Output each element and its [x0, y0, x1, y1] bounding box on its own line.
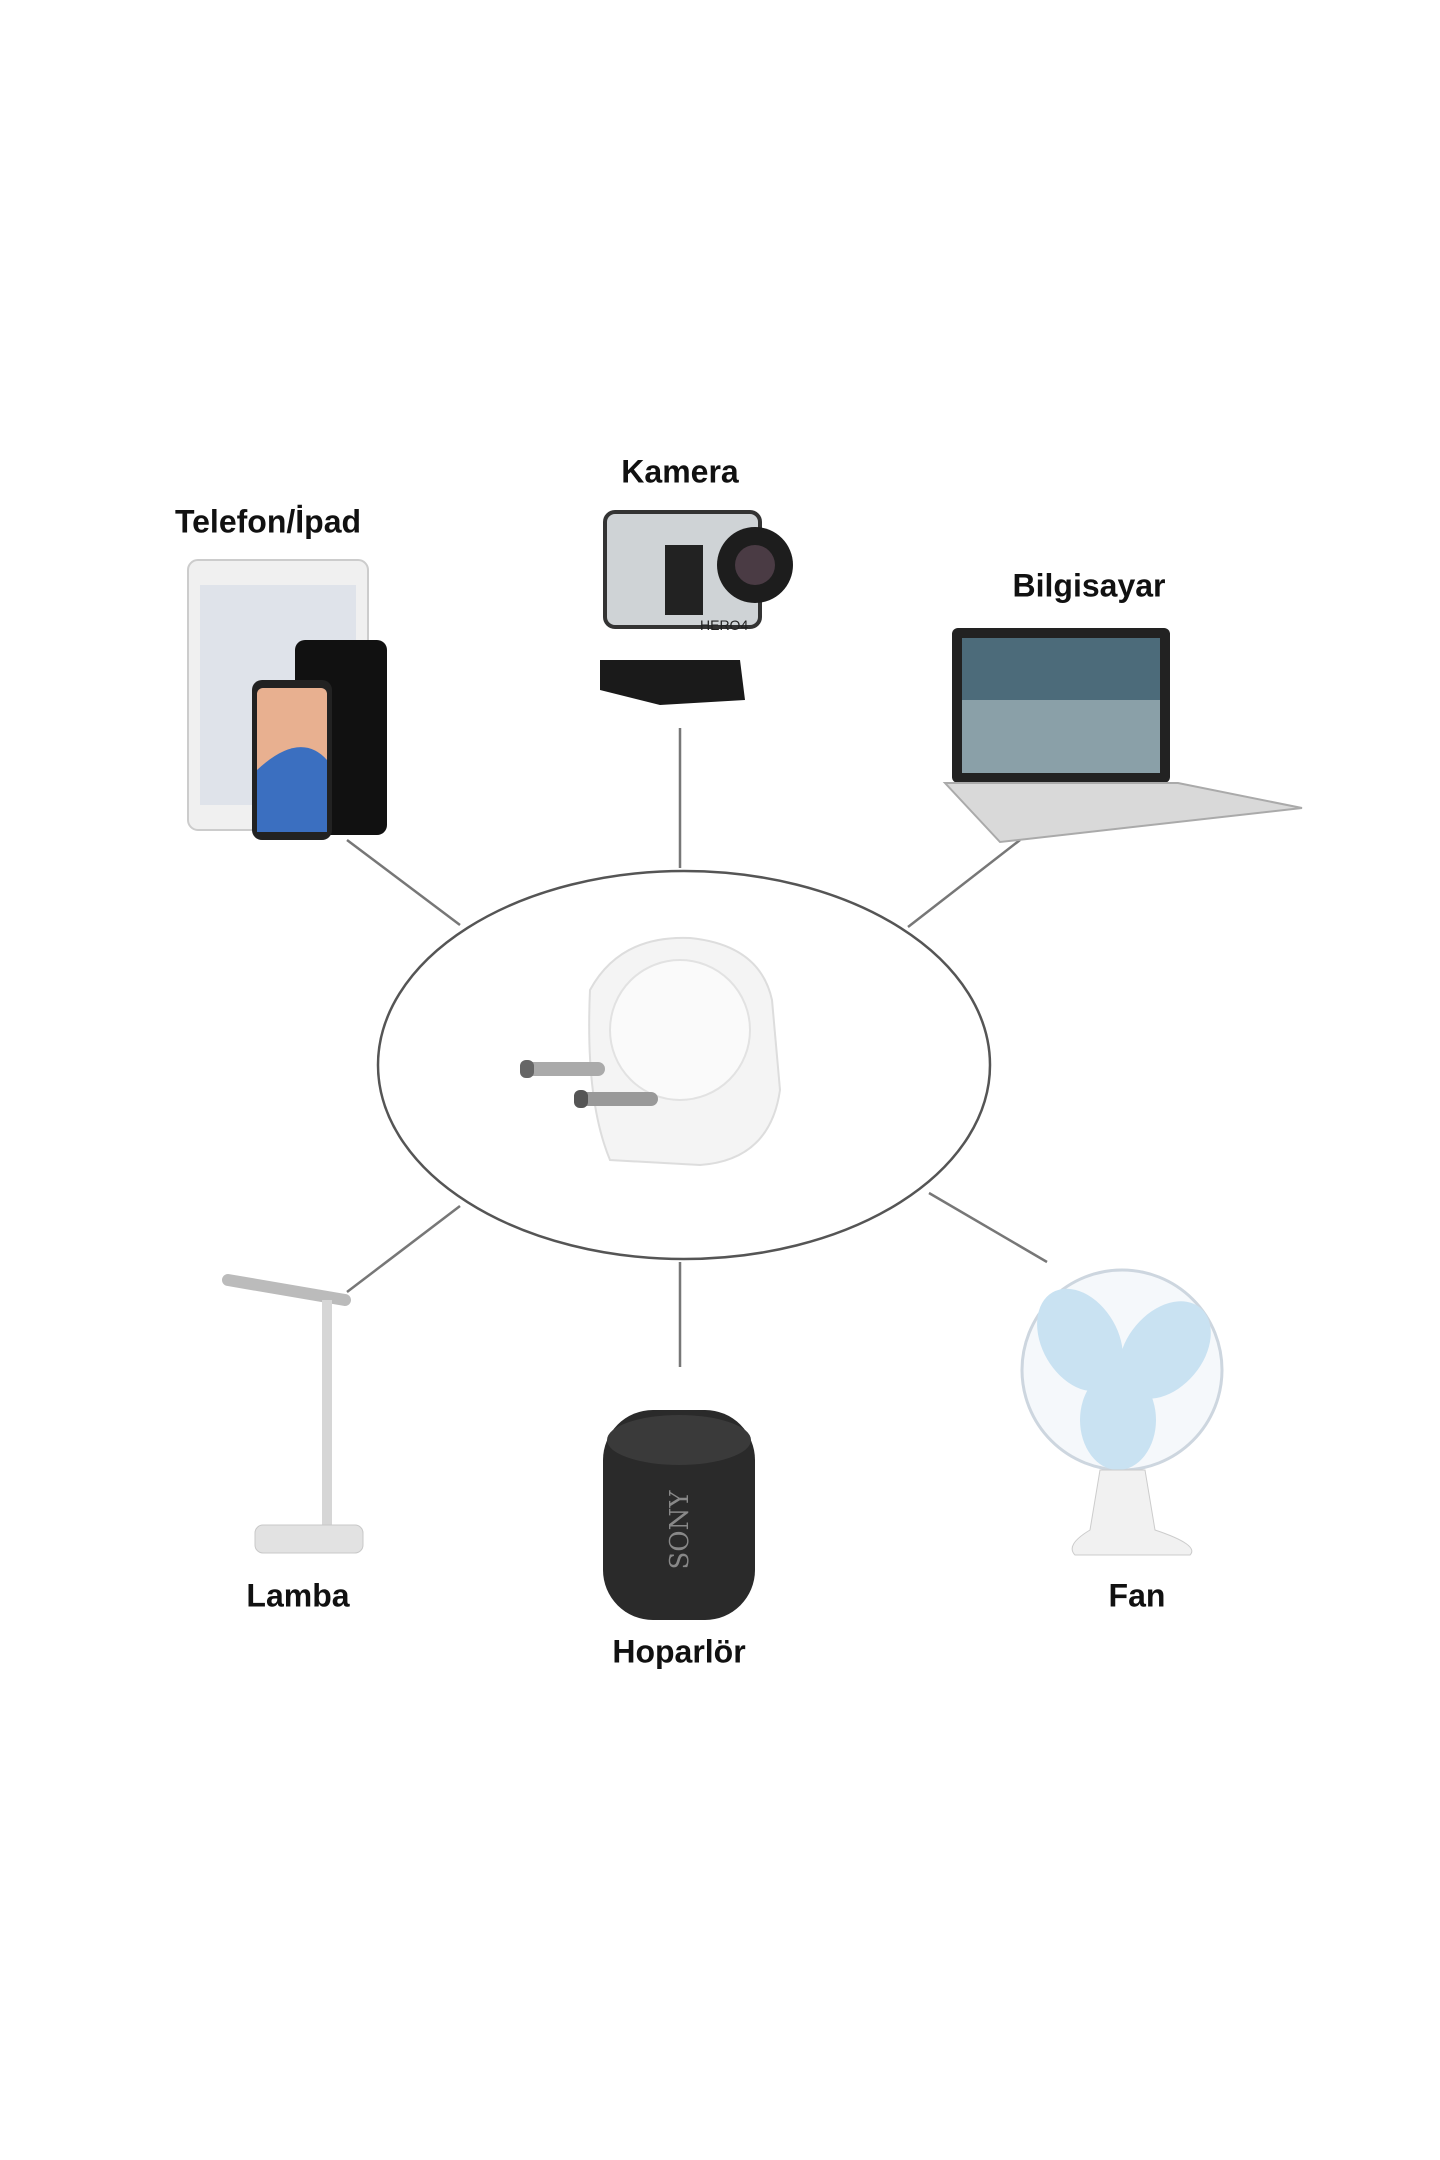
label-hoparlor: Hoparlör: [612, 1633, 746, 1670]
label-kamera: Kamera: [621, 453, 739, 490]
lamp-image: [222, 1274, 364, 1554]
label-bilgisayar: Bilgisayar: [1012, 567, 1166, 604]
label-lamba: Lamba: [246, 1577, 350, 1614]
label-fan: Fan: [1108, 1577, 1166, 1614]
laptop-image: [942, 628, 1303, 844]
speaker-image: SONY: [603, 1410, 755, 1620]
camera-model-text: HERO4: [700, 617, 748, 633]
label-telefon-ipad: Telefon/İpad: [174, 503, 362, 540]
phone-tablet-image: [187, 559, 387, 840]
connector-lamba: [346, 1205, 461, 1293]
plug-adapter-image: [520, 936, 782, 1167]
connector-fan: [928, 1191, 1048, 1264]
center-ellipse: [376, 869, 992, 1261]
speaker-brand-text: SONY: [665, 1490, 695, 1570]
camera-image: HERO4: [600, 510, 793, 705]
connector-telefon: [346, 839, 461, 926]
connector-bilgisayar: [907, 839, 1021, 928]
fan-image: [1020, 1268, 1224, 1556]
